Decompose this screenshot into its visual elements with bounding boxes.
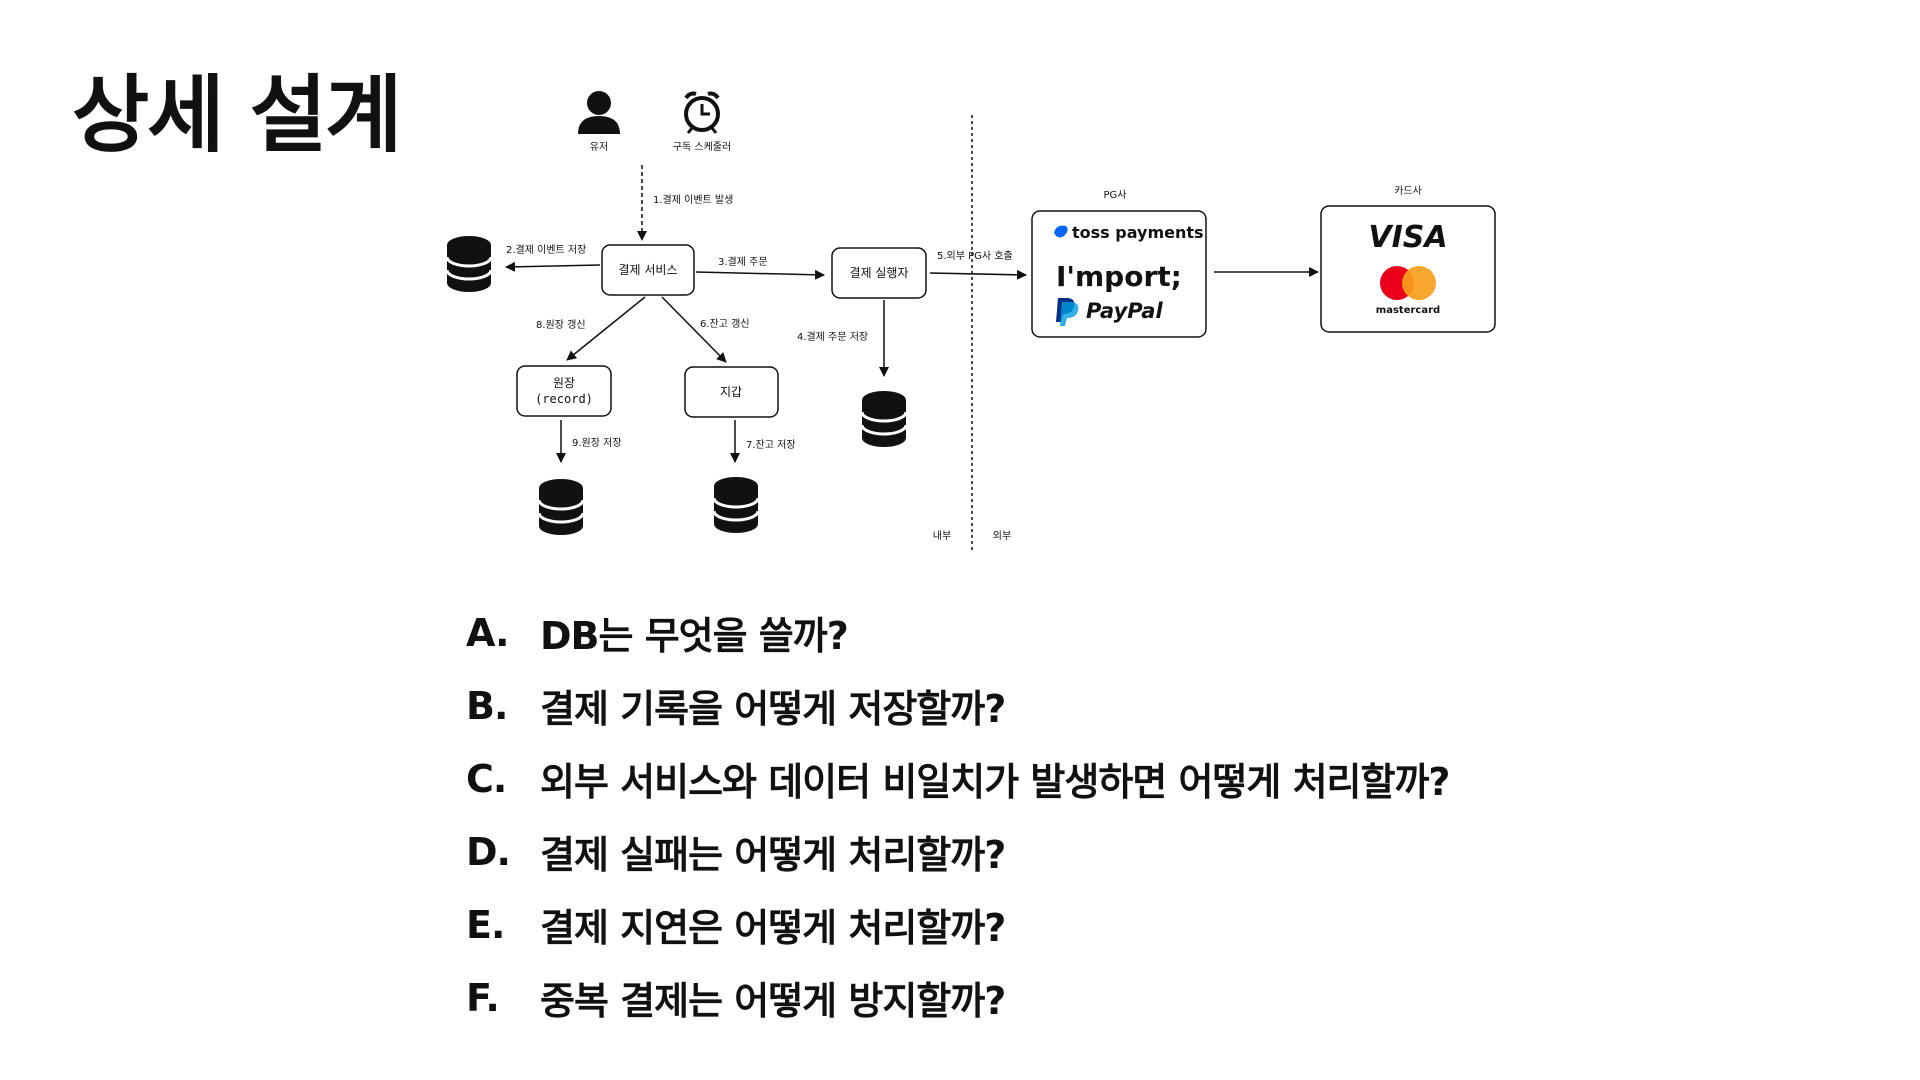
question-letter: E. bbox=[466, 902, 505, 947]
internal-zone-label: 내부 bbox=[933, 530, 951, 542]
slide-title: 상세 설계 bbox=[72, 66, 402, 164]
question-letter: C. bbox=[466, 756, 507, 801]
user-icon bbox=[578, 91, 620, 134]
arrow-step5 bbox=[929, 269, 1027, 280]
question-item: F. 중복 결제는 어떻게 방지할까? bbox=[466, 961, 1449, 1034]
db-payment-orders bbox=[860, 389, 908, 449]
question-list: A. DB는 무엇을 쓸까? B. 결제 기록을 어떻게 저장할까? C. 외부 서비… bbox=[466, 596, 1450, 1034]
scheduler-label: 구독 스케줄러 bbox=[673, 141, 731, 153]
db-wallet bbox=[712, 475, 760, 535]
question-text: 외부 서비스와 데이터 비일치가 발생하면 어떻게 처리할까? bbox=[540, 760, 1450, 804]
card-group-label: 카드사 bbox=[1394, 185, 1422, 197]
question-text: 결제 지연은 어떻게 처리할까? bbox=[540, 906, 1006, 950]
step3-label: 3.결제 주문 bbox=[718, 256, 768, 268]
iamport-logo: I'mport; bbox=[1056, 260, 1182, 293]
question-item: C. 외부 서비스와 데이터 비일치가 발생하면 어떻게 처리할까? bbox=[466, 742, 1450, 815]
db-ledger bbox=[537, 477, 585, 537]
ledger-node bbox=[516, 365, 612, 417]
question-text: 결제 실패는 어떻게 처리할까? bbox=[540, 833, 1006, 877]
wallet-label: 지갑 bbox=[720, 385, 742, 399]
external-zone-label: 외부 bbox=[993, 530, 1011, 542]
arrow-step2 bbox=[505, 261, 601, 272]
toss-logo: toss payments bbox=[1054, 223, 1204, 242]
question-letter: A. bbox=[466, 610, 510, 655]
question-item: D. 결제 실패는 어떻게 처리할까? bbox=[466, 815, 1449, 888]
db-payment-events bbox=[445, 234, 493, 294]
question-letter: D. bbox=[466, 829, 511, 874]
step4-label: 4.결제 주문 저장 bbox=[797, 331, 868, 343]
ledger-sublabel: (record) bbox=[535, 392, 593, 406]
alarm-clock-icon bbox=[684, 91, 720, 134]
question-item: E. 결제 지연은 어떻게 처리할까? bbox=[466, 888, 1449, 961]
step2-label: 2.결제 이벤트 저장 bbox=[506, 244, 586, 256]
arrow-step6 bbox=[661, 296, 727, 363]
svg-text:mastercard: mastercard bbox=[1376, 305, 1440, 316]
arrow-step3 bbox=[695, 269, 825, 280]
pg-group-label: PG사 bbox=[1104, 189, 1127, 201]
visa-logo: VISA bbox=[1368, 220, 1447, 255]
payment-executor-node bbox=[831, 247, 927, 299]
step6-label: 6.잔고 갱신 bbox=[700, 318, 750, 330]
question-text: 결제 기록을 어떻게 저장할까? bbox=[540, 687, 1006, 731]
question-letter: B. bbox=[466, 683, 508, 728]
step8-label: 8.원장 갱신 bbox=[536, 319, 586, 331]
question-text: 중복 결제는 어떻게 방지할까? bbox=[540, 979, 1006, 1023]
wallet-node bbox=[684, 366, 779, 418]
payment-executor-label: 결제 실행자 bbox=[849, 265, 908, 280]
question-letter: F. bbox=[466, 975, 500, 1020]
user-label: 유저 bbox=[590, 141, 608, 153]
svg-text:PayPal: PayPal bbox=[1086, 299, 1163, 323]
step5-label: 5.외부 PG사 호출 bbox=[937, 250, 1013, 262]
question-text: DB는 무엇을 쓸까? bbox=[540, 614, 849, 658]
paypal-logo: PayPal bbox=[1056, 298, 1163, 326]
architecture-diagram: 유저 구독 스케줄러 1.결제 이벤트 발생 결제 서비스 2.결제 이벤트 저… bbox=[445, 91, 1496, 552]
ledger-label: 원장 bbox=[553, 376, 575, 390]
payment-service-label: 결제 서비스 bbox=[618, 263, 677, 277]
mastercard-logo: mastercard bbox=[1376, 266, 1440, 316]
question-item: A. DB는 무엇을 쓸까? bbox=[466, 596, 1449, 669]
step7-label: 7.잔고 저장 bbox=[746, 439, 796, 451]
svg-text:toss payments: toss payments bbox=[1072, 223, 1204, 242]
card-box bbox=[1320, 205, 1496, 333]
step9-label: 9.원장 저장 bbox=[572, 437, 622, 449]
question-item: B. 결제 기록을 어떻게 저장할까? bbox=[466, 669, 1449, 742]
payment-service-node bbox=[601, 244, 695, 296]
step1-label: 1.결제 이벤트 발생 bbox=[653, 194, 733, 206]
arrow-step8 bbox=[566, 296, 646, 361]
